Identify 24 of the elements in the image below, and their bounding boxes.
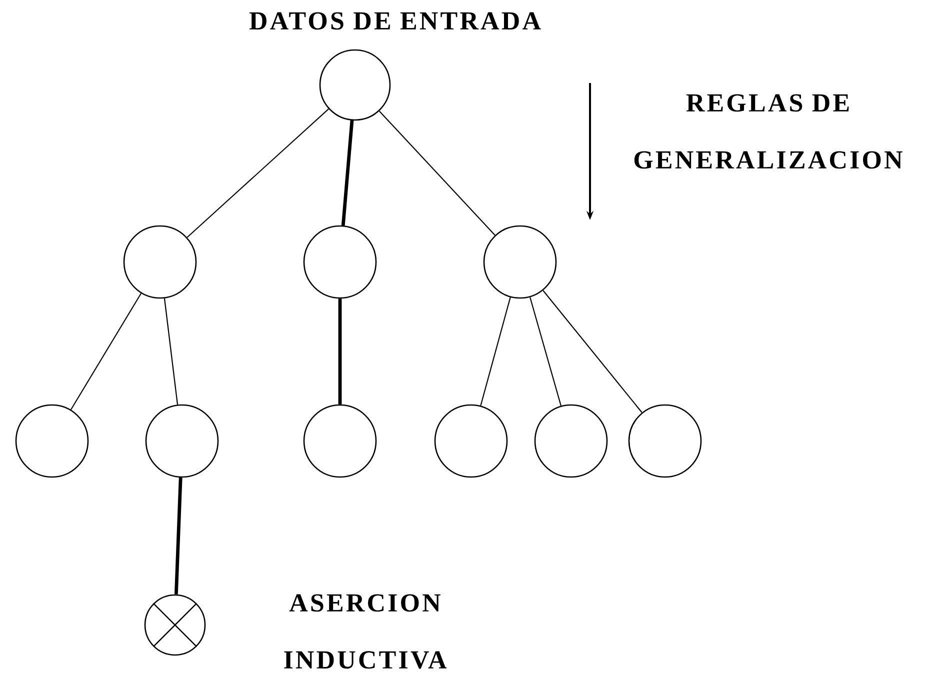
- tree-line: [338, 298, 342, 404]
- tree-node-circle: [483, 225, 557, 299]
- crossed-circle: [144, 594, 206, 656]
- tree-node-circle: [628, 404, 702, 478]
- tree-node-circle: [534, 404, 608, 478]
- tree-node-circle: [123, 225, 197, 299]
- tree-node-circle: [303, 404, 377, 478]
- tree-line: [164, 298, 178, 405]
- tree-line: [480, 297, 511, 406]
- tree-line: [530, 297, 562, 406]
- tree-node-circle: [303, 225, 377, 299]
- rule-label: REGLAS DE GENERALIZACION: [634, 94, 902, 169]
- tree-line: [70, 293, 142, 410]
- tree-node-circle: [434, 404, 508, 478]
- tree-line: [542, 290, 642, 413]
- tree-line: [378, 110, 496, 236]
- node-caption: DATOS DE ENTRADA: [249, 12, 541, 30]
- tree-node-circle: [319, 49, 391, 121]
- tree-line: [341, 120, 354, 226]
- tree-node-circle: [15, 404, 89, 478]
- tree-node-circle: [145, 404, 219, 478]
- node-caption: ASERCION INDUCTIVA: [284, 594, 447, 669]
- tree-line: [174, 478, 182, 594]
- tree-line: [186, 108, 329, 238]
